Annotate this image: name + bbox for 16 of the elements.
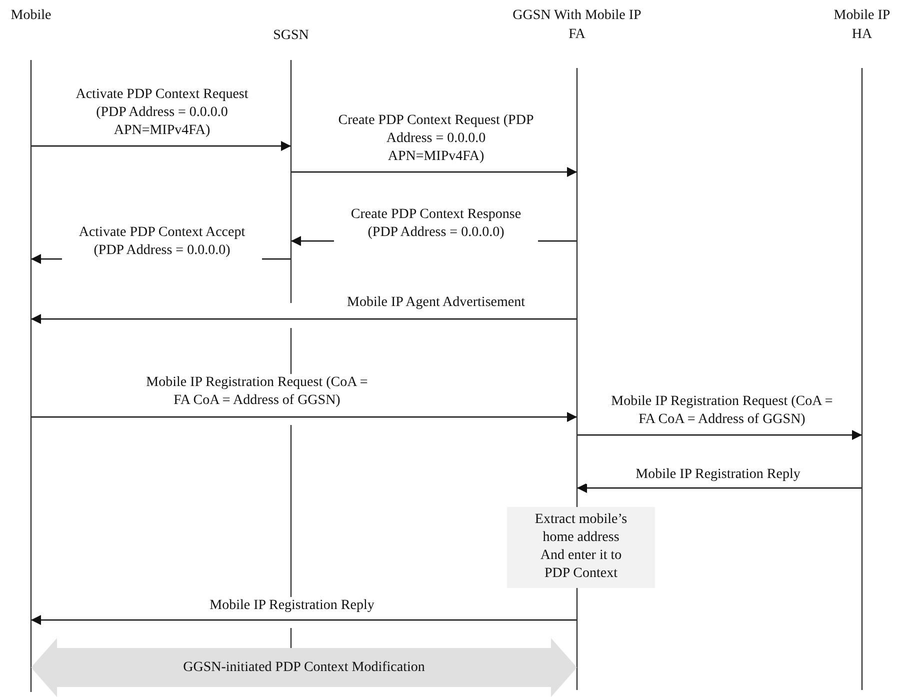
message-arrow <box>291 167 577 177</box>
double-arrow-band: GGSN-initiated PDP Context Modification <box>31 638 577 697</box>
message-arrow <box>31 314 577 324</box>
message-arrow <box>577 483 862 493</box>
participant-label: GGSN With Mobile IP FA <box>512 7 642 44</box>
message-arrow <box>31 141 291 151</box>
process-box: Extract mobile’s home address And enter it to PDP Context <box>507 507 655 588</box>
participant-label: Mobile IP HA <box>832 7 892 44</box>
edge-label: Create PDP Context Request (PDP Address = 0.0.0.0 APN=MIPv4FA) <box>336 112 536 166</box>
edge-label: Activate PDP Context Accept (PDP Address = 0.0.0.0) <box>62 224 262 260</box>
message-arrow <box>577 430 862 440</box>
message-arrow <box>31 412 577 422</box>
message-arrow <box>31 615 577 625</box>
participant-label: SGSN <box>272 27 310 45</box>
edge-label: Create PDP Context Response (PDP Address = 0.0.0.0) <box>334 206 538 242</box>
participant-label: Mobile <box>10 7 52 25</box>
